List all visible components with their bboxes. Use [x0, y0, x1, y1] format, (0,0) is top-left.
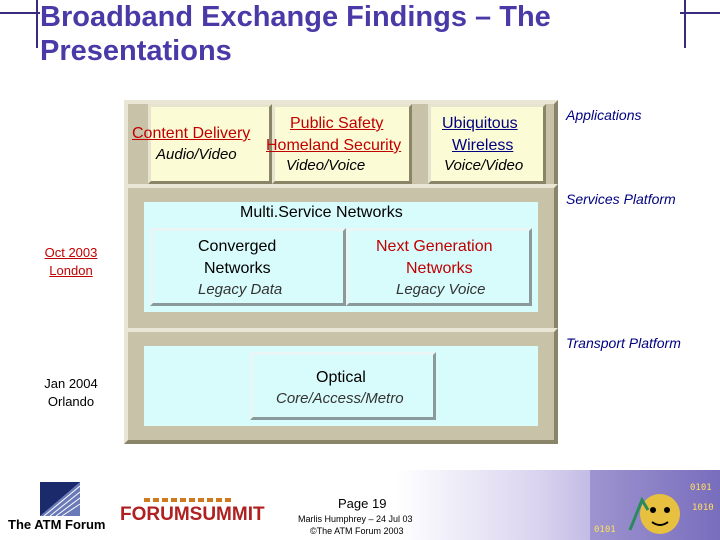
event-jan-city: Orlando: [47, 394, 95, 409]
legacy-voice-label: Legacy Voice: [396, 281, 486, 298]
ubiquitous-wireless-box: [428, 104, 546, 184]
title-bracket-left-vert: [36, 0, 38, 48]
applications-layer-label: Applications: [566, 107, 642, 123]
converged-label-line1: Converged: [198, 238, 277, 255]
converged-label-line2: Networks: [204, 260, 271, 277]
event-oct-2003: Oct 2003 London: [36, 244, 106, 280]
page-number: Page 19: [338, 496, 387, 511]
next-generation-label-line1: Next Generation: [376, 238, 493, 255]
footer-author: Marlis Humphrey – 24 Jul 03: [298, 514, 413, 524]
public-safety-box: [272, 104, 412, 184]
decorative-binary-art-icon: 0101 1010 0101: [590, 470, 720, 540]
event-oct-date: Oct 2003: [44, 245, 98, 260]
audio-video-label: Audio/Video: [156, 146, 237, 163]
video-voice-label: Video/Voice: [286, 157, 366, 174]
title-bracket-left-top: [0, 12, 40, 14]
content-delivery-box: [148, 104, 272, 184]
optical-label: Optical: [316, 369, 366, 386]
atm-forum-logo-text: The ATM Forum: [8, 517, 106, 532]
forum-summit-logo-text: FORUMSUMMIT: [120, 504, 265, 525]
forum-summit-logo: FORUMSUMMIT: [120, 498, 265, 528]
multiservice-networks-label: Multi.Service Networks: [240, 204, 403, 221]
services-platform-label: Services Platform: [566, 191, 676, 207]
homeland-security-label: Homeland Security: [266, 137, 402, 154]
next-generation-label-line2: Networks: [406, 260, 473, 277]
audio-label: Audio/Video: [156, 146, 237, 163]
title-bracket-right-top: [680, 12, 720, 14]
event-jan-date: Jan 2004: [44, 376, 98, 391]
core-access-metro-label: Core/Access/Metro: [276, 390, 404, 407]
svg-text:1010: 1010: [692, 503, 714, 513]
footer-band: [0, 470, 720, 540]
event-jan-2004: Jan 2004 Orlando: [36, 375, 106, 411]
public-safety-label: Public Safety: [290, 115, 384, 132]
svg-text:0101: 0101: [594, 525, 616, 535]
footer-copyright: ©The ATM Forum 2003: [310, 526, 404, 536]
ubiquitous-label: Ubiquitous: [442, 115, 518, 132]
slide-title: Broadband Exchange Findings – The Presen…: [40, 0, 680, 68]
transport-platform-label: Transport Platform: [566, 335, 681, 351]
next-generation-box: [346, 228, 532, 306]
content-delivery-label: Content Delivery: [132, 125, 251, 142]
atm-forum-logo-icon: [40, 482, 81, 517]
voice-video-label: Voice/Video: [444, 157, 524, 174]
legacy-data-label: Legacy Data: [198, 281, 283, 298]
title-bracket-right-vert: [684, 0, 686, 48]
converged-networks-box: [150, 228, 346, 306]
svg-text:0101: 0101: [690, 483, 712, 493]
event-oct-city: London: [49, 263, 93, 278]
slide-title-line2: Presentations: [40, 35, 232, 67]
wireless-label: Wireless: [452, 137, 514, 154]
slide-title-line1: Broadband Exchange Findings – The: [40, 1, 551, 33]
optical-box: [250, 352, 436, 420]
